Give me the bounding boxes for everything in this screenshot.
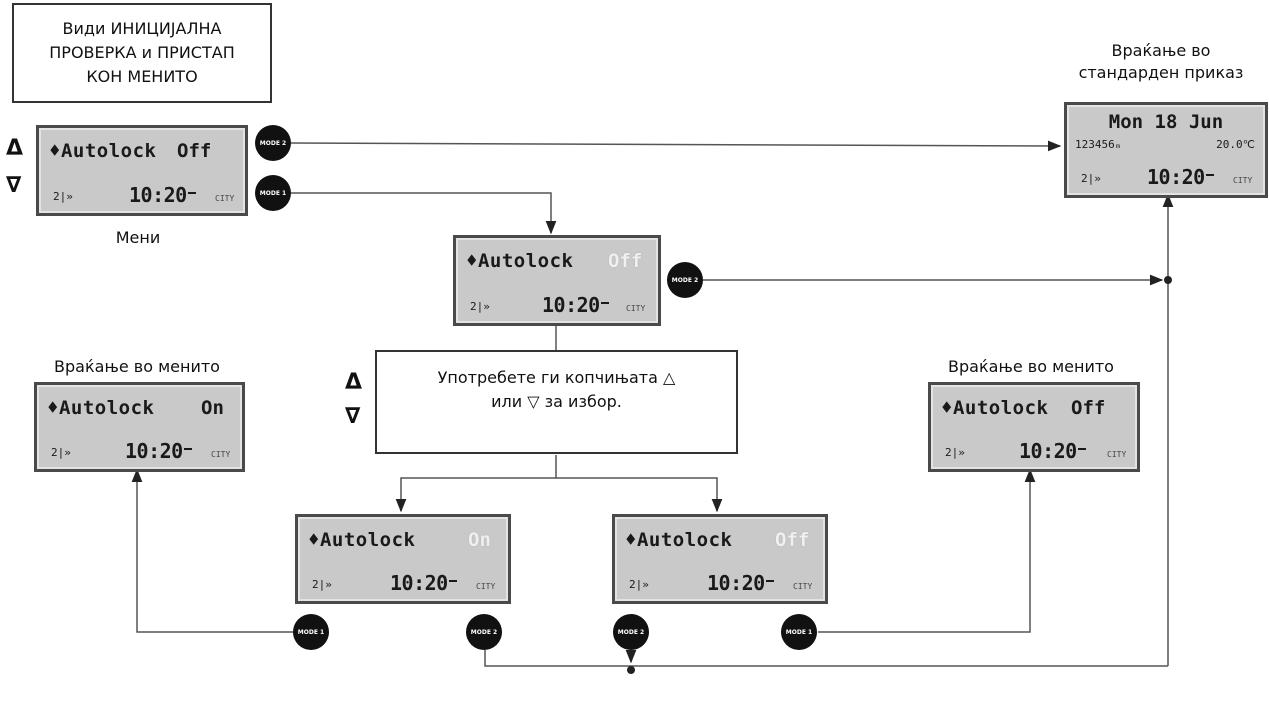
- lcd-clock: 10:20: [390, 571, 448, 595]
- autolock-on-lcd: ♦Autolock On 2|» 10:20 CITY: [295, 514, 511, 604]
- lcd-clock: 10:20: [707, 571, 765, 595]
- lcd-temp-glyph: 2|»: [945, 446, 965, 459]
- lcd-ampm-indicator: [188, 192, 196, 194]
- autolock-off-lcd: ♦Autolock Off 2|» 10:20 CITY: [612, 514, 828, 604]
- return-left-lcd: ♦Autolock On 2|» 10:20 CITY: [34, 382, 245, 472]
- lcd-autolock-value: On: [201, 397, 224, 419]
- lcd-temp-glyph: 2|»: [470, 300, 490, 313]
- lcd-autolock-label: ♦Autolock: [47, 397, 155, 419]
- return-standard-caption: Враќање во стандарден приказ: [1078, 41, 1244, 82]
- lcd-city: CITY: [476, 582, 496, 591]
- lcd-city: CITY: [626, 304, 646, 313]
- lcd-autolock-label: ♦Autolock: [466, 250, 574, 272]
- lcd-city: CITY: [1233, 176, 1253, 185]
- lcd-city: CITY: [215, 194, 235, 203]
- lcd-city: CITY: [793, 582, 813, 591]
- return-menu-right-caption: Враќање во менито: [948, 357, 1114, 376]
- lcd-autolock-value: Off: [1071, 397, 1106, 419]
- lcd-ampm-indicator: [184, 448, 192, 450]
- lcd-clock: 10:20: [125, 439, 183, 463]
- lcd-city: CITY: [1107, 450, 1127, 459]
- lcd-temp-glyph: 2|»: [51, 446, 71, 459]
- lcd-outside-temp: 20.0℃: [1216, 138, 1255, 151]
- lcd-autolock-label: ♦Autolock: [625, 529, 733, 551]
- mode2-button[interactable]: MODE 2: [255, 125, 291, 161]
- lcd-clock: 10:20: [129, 183, 187, 207]
- lcd-ampm-indicator: [449, 580, 457, 582]
- lcd-ampm-indicator: [1206, 174, 1214, 176]
- return-right-lcd: ♦Autolock Off 2|» 10:20 CITY: [928, 382, 1140, 472]
- lcd-clock: 10:20: [542, 293, 600, 317]
- lcd-clock: 10:20: [1019, 439, 1077, 463]
- lcd-autolock-value: Off: [775, 529, 810, 551]
- lcd-autolock-label: ♦Autolock: [49, 140, 157, 162]
- lcd-clock: 10:20: [1147, 165, 1205, 189]
- lcd-autolock-value: Off: [177, 140, 212, 162]
- down-triangle-icon[interactable]: ∇: [6, 173, 22, 198]
- mode1-button[interactable]: MODE 1: [293, 614, 329, 650]
- lcd-odometer: 123456ₘ: [1075, 138, 1122, 151]
- menu-caption: Мени: [115, 228, 161, 247]
- lcd-autolock-value: On: [468, 529, 491, 551]
- lcd-autolock-label: ♦Autolock: [941, 397, 1049, 419]
- lcd-autolock-value: Off: [608, 250, 643, 272]
- down-triangle-icon[interactable]: ∇: [345, 404, 361, 429]
- lcd-autolock-label: ♦Autolock: [308, 529, 416, 551]
- up-triangle-icon[interactable]: Δ: [345, 370, 363, 395]
- start-instruction-box: Види ИНИЦИЈАЛНА ПРОВЕРКА и ПРИСТАП КОН М…: [12, 3, 272, 103]
- menu-lcd: ♦Autolock Off 2|» 10:20 CITY: [36, 125, 248, 216]
- lcd-temp-glyph: 2|»: [629, 578, 649, 591]
- lcd-temp-glyph: 2|»: [53, 190, 73, 203]
- lcd-date: Mon 18 Jun: [1108, 111, 1224, 133]
- autolock-select-lcd: ♦Autolock Off 2|» 10:20 CITY: [453, 235, 661, 326]
- lcd-ampm-indicator: [1078, 448, 1086, 450]
- return-menu-left-caption: Враќање во менито: [54, 357, 220, 376]
- instruction-box: Употребете ги копчињата △ или ▽ за избор…: [375, 350, 738, 454]
- mode1-button[interactable]: MODE 1: [781, 614, 817, 650]
- mode2-button[interactable]: MODE 2: [613, 614, 649, 650]
- up-triangle-icon[interactable]: Δ: [6, 136, 24, 161]
- mode1-button[interactable]: MODE 1: [255, 175, 291, 211]
- lcd-ampm-indicator: [766, 580, 774, 582]
- lcd-ampm-indicator: [601, 302, 609, 304]
- standard-display-lcd: Mon 18 Jun 123456ₘ 20.0℃ 2|» 10:20 CITY: [1064, 102, 1268, 198]
- mode2-button[interactable]: MODE 2: [466, 614, 502, 650]
- lcd-city: CITY: [211, 450, 231, 459]
- lcd-temp-glyph: 2|»: [312, 578, 332, 591]
- mode2-button[interactable]: MODE 2: [667, 262, 703, 298]
- lcd-temp-glyph: 2|»: [1081, 172, 1101, 185]
